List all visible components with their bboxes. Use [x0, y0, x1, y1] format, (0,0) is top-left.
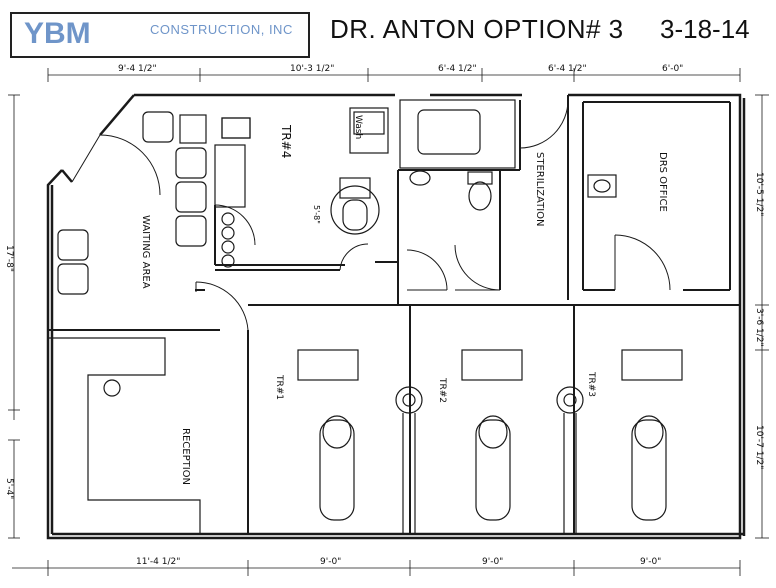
room-label-tr1: TR#1	[274, 374, 284, 400]
dim-right-1: 10'-5 1/2"	[754, 172, 764, 216]
waiting-chairs	[57, 111, 207, 295]
dim-right-3: 10'-7 1/2"	[754, 425, 764, 469]
dim-bottom-4: 9'-0"	[640, 557, 661, 567]
dental-units	[395, 386, 584, 534]
exterior-walls	[46, 93, 746, 540]
ybm-logo: YBM	[24, 17, 91, 47]
room-label-tr4: TR#4	[279, 124, 293, 158]
plan-title: DR. ANTON OPTION# 3	[330, 14, 624, 44]
room-label-sterilization: STERILIZATION	[534, 152, 545, 227]
dental-chairs	[319, 415, 667, 521]
toilets	[409, 170, 493, 211]
dim-top-1: 9'-4 1/2"	[118, 64, 157, 74]
room-label-tr3: TR#3	[586, 371, 596, 397]
dim-top-3: 6'-4 1/2"	[438, 64, 477, 74]
logo-text: YBM	[24, 17, 91, 47]
doors	[71, 99, 671, 331]
dim-top-5: 6'-0"	[662, 64, 683, 74]
room-label-reception: RECEPTION	[180, 428, 191, 485]
room-label-drs-office: DRS OFFICE	[657, 152, 668, 212]
sinks	[221, 117, 617, 198]
room-label-tr2: TR#2	[437, 377, 447, 403]
staff-counter	[214, 117, 251, 268]
reception-desk	[48, 337, 201, 534]
dim-bottom-1: 11'-4 1/2"	[136, 557, 180, 567]
dim-right-2: 3'-6 1/2"	[754, 308, 764, 347]
dim-left-2: 5'-4"	[4, 478, 14, 499]
dim-top-4: 6'-4 1/2"	[548, 64, 587, 74]
dim-bottom-3: 9'-0"	[482, 557, 503, 567]
plan-date: 3-18-14	[660, 14, 750, 44]
dim-top-2: 10'-3 1/2"	[290, 64, 334, 74]
tr4-equipment	[330, 99, 516, 235]
dim-interior: 5'-8"	[312, 205, 321, 224]
room-labels: WAITING AREA RECEPTION STERILIZATION DRS…	[140, 115, 668, 485]
interior-walls	[48, 95, 740, 534]
dim-left-1: 17'-8"	[4, 245, 14, 272]
treatment-counters	[297, 349, 683, 381]
dimension-labels: 9'-4 1/2" 10'-3 1/2" 6'-4 1/2" 6'-4 1/2"…	[4, 64, 764, 567]
dim-bottom-2: 9'-0"	[320, 557, 341, 567]
room-label-waiting: WAITING AREA	[140, 215, 151, 289]
dimension-lines	[8, 68, 769, 576]
logo-box	[10, 12, 310, 58]
wash-label: Wash	[353, 115, 363, 139]
company-name: CONSTRUCTION, INC	[150, 22, 293, 37]
